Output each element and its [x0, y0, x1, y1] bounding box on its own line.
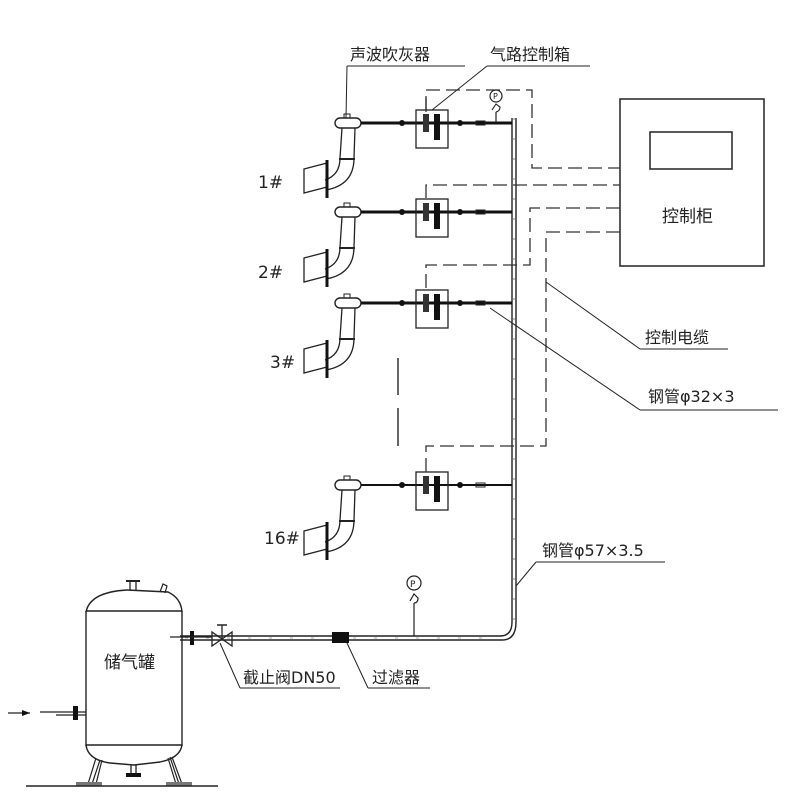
blower-leader-line	[345, 65, 348, 119]
horn	[303, 162, 328, 194]
blower-head	[334, 206, 362, 218]
filter-leader-line	[346, 642, 369, 689]
unit-label: 16#	[264, 529, 300, 549]
main-vertical-pipe	[511, 118, 517, 622]
blower-head	[334, 117, 362, 129]
stop-valve-label: 截止阀DN50	[243, 668, 336, 687]
blower-label: 声波吹灰器	[350, 45, 430, 64]
air-storage-tank: 储气罐	[26, 580, 218, 787]
unit-label: 2#	[258, 263, 283, 283]
svg-text:P: P	[493, 92, 498, 101]
air-control-box	[415, 198, 449, 238]
horn	[303, 251, 328, 283]
air-box-leader-line	[431, 65, 488, 111]
unit-label: 1#	[258, 173, 283, 193]
cabinet-display-panel	[649, 131, 733, 170]
inlet-arrow-icon	[8, 710, 30, 716]
blower-head	[334, 297, 362, 309]
main-pipe-label: 钢管φ57×3.5	[542, 541, 644, 560]
filter	[332, 632, 349, 643]
blower-unit	[303, 289, 512, 378]
main-pipe-leader-line	[515, 561, 537, 587]
blower-unit	[303, 95, 512, 198]
blower-unit	[303, 471, 512, 560]
stop-valve	[211, 624, 233, 648]
blower-head	[334, 479, 362, 491]
branch-pipe-label: 钢管φ32×3	[648, 387, 735, 406]
air-control-box	[415, 471, 449, 511]
tank-label: 储气罐	[104, 653, 155, 673]
flange-tank-outlet	[190, 631, 194, 645]
air-control-box	[415, 289, 449, 329]
air-control-box	[415, 109, 449, 149]
horn	[303, 524, 328, 556]
filter-label: 过滤器	[372, 668, 420, 687]
horn	[303, 342, 328, 374]
pressure-gauge-main: P	[406, 575, 422, 636]
control-cable-leader-line	[545, 281, 641, 350]
control-cables	[425, 89, 620, 472]
air-box-label: 气路控制箱	[490, 45, 570, 64]
blower-unit	[303, 198, 512, 287]
unit-label: 3#	[270, 353, 295, 373]
main-horizontal-pipe	[180, 621, 517, 641]
pressure-gauge-top: P	[489, 89, 503, 123]
control-cabinet: 控制柜	[619, 98, 765, 267]
stop-valve-leader-line	[219, 642, 241, 689]
svg-text:P: P	[410, 580, 416, 590]
branch-pipe-leader-line	[489, 307, 641, 411]
control-cabinet-label: 控制柜	[662, 207, 713, 227]
control-cable-label: 控制电缆	[645, 328, 709, 347]
